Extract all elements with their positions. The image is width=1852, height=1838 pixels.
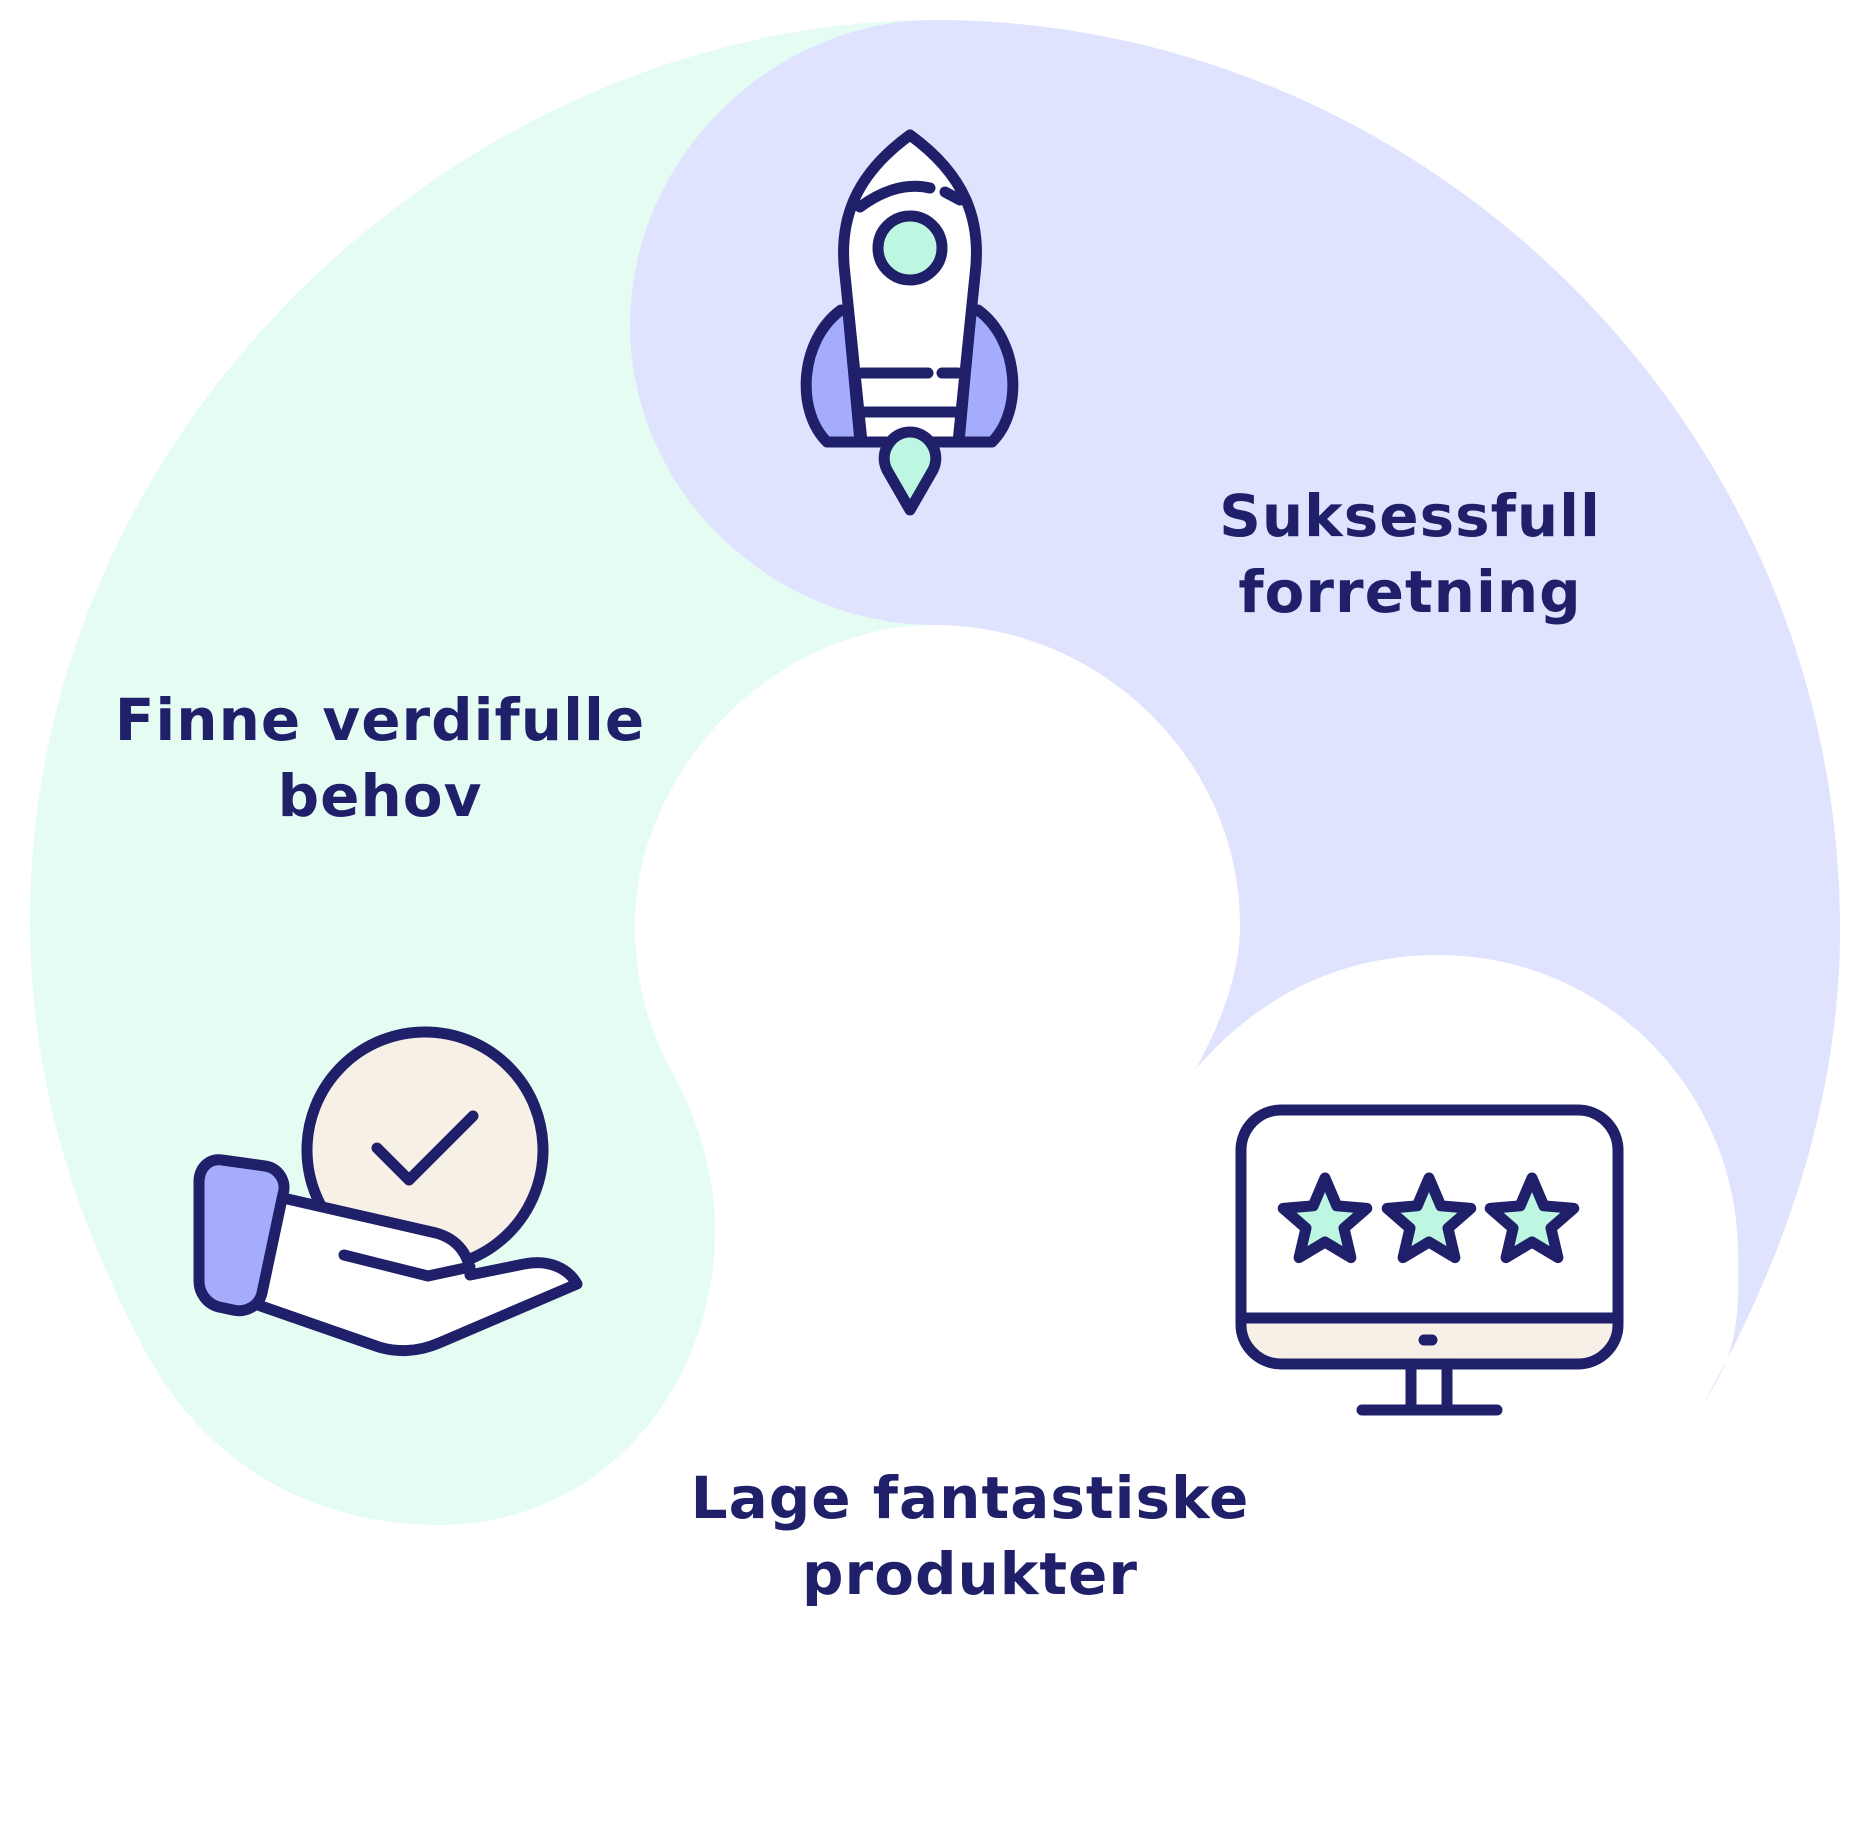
star-icon: [1381, 1172, 1477, 1264]
stage-label-products-line1: Lage fantastiske: [690, 1464, 1250, 1532]
stage-label-needs-line1: Finne verdifulle: [114, 686, 646, 754]
hand-checkmark-icon: [193, 1026, 583, 1357]
stage-label-products-line2: produkter: [801, 1540, 1138, 1608]
stage-label-business-line1: Suksessfull: [1219, 482, 1601, 550]
rocket-window: [872, 210, 948, 286]
stage-label-needs-line2: behov: [277, 762, 483, 830]
region-business: [630, 20, 1840, 1400]
star-icon: [1277, 1172, 1373, 1264]
monitor-stand: [1356, 1358, 1503, 1416]
star-icon: [1484, 1172, 1580, 1264]
stage-label-products: Lage fantastiske produkter: [660, 1460, 1280, 1612]
stage-label-business: Suksessfull forretning: [1190, 478, 1630, 630]
rocket-nose-line-right: [939, 186, 966, 206]
hand-finger-line: [338, 1249, 476, 1282]
checkmark-icon: [371, 1110, 479, 1186]
stage-label-business-line2: forretning: [1238, 558, 1582, 626]
hand-cuff: [193, 1154, 290, 1317]
monitor-stars-icon: [1235, 1104, 1624, 1416]
rating-stars: [1277, 1172, 1580, 1264]
rocket-flame: [878, 426, 942, 516]
region-needs: [30, 20, 935, 1525]
stage-label-needs: Finne verdifulle behov: [110, 682, 650, 834]
rocket-nose-line: [854, 180, 936, 213]
rocket-icon: [800, 129, 1019, 516]
